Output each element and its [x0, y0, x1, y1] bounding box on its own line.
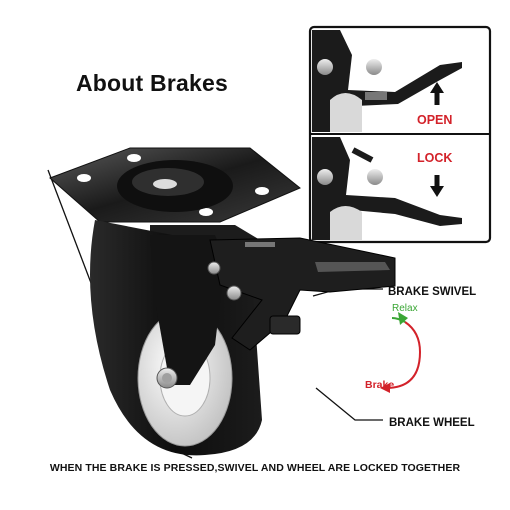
- page-title: About Brakes: [76, 70, 228, 96]
- brake-wheel-label: BRAKE WHEEL: [389, 417, 475, 429]
- lock-label: LOCK: [417, 151, 453, 165]
- brake-label: Brake: [365, 379, 395, 391]
- arrow-up-icon: [430, 82, 444, 105]
- brake-inset-panel: [308, 25, 492, 244]
- brake-swivel-label: BRAKE SWIVEL: [388, 286, 477, 298]
- curved-arrow-icon: [380, 312, 422, 393]
- open-label: OPEN: [417, 113, 453, 127]
- lock-position-image: [312, 137, 462, 240]
- arrow-down-icon: [430, 175, 444, 197]
- relax-label: Relax: [392, 303, 418, 314]
- footer-caption: WHEN THE BRAKE IS PRESSED,SWIVEL AND WHE…: [49, 462, 461, 474]
- caster-wheel-image: [49, 147, 396, 456]
- open-position-image: [312, 30, 462, 132]
